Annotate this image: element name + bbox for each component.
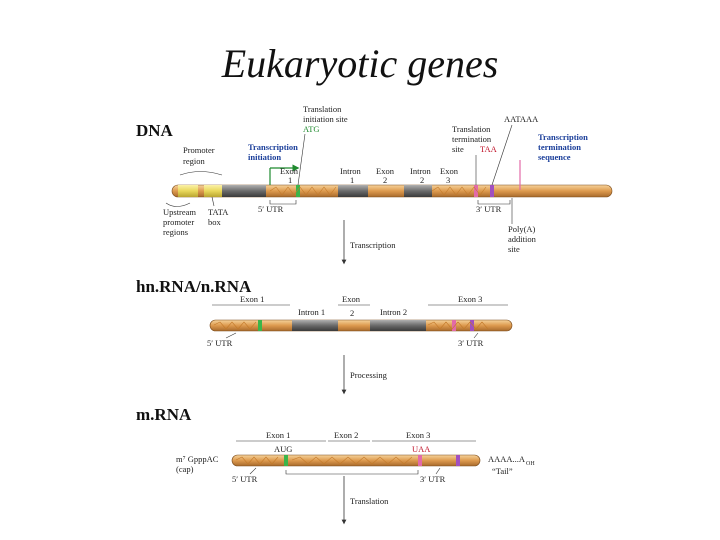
m-exon3: Exon 3 (406, 430, 430, 440)
transcription-initiation-line1: Transcription (248, 142, 298, 152)
m-tail-seq: AAAA...A (488, 454, 526, 464)
dna-exon1-line2: 1 (288, 175, 292, 185)
dna-exon2-line2: 2 (383, 175, 387, 185)
m-exon1: Exon 1 (266, 430, 290, 440)
dna-exon2-line1: Exon (376, 166, 395, 176)
m-tail: “Tail” (492, 466, 513, 476)
aataaa-marker (490, 185, 494, 197)
transcription-label: Transcription (350, 240, 396, 250)
upstream-line2: promoter (163, 217, 194, 227)
hn-intron2: Intron 2 (380, 307, 407, 317)
dna-3utr: 3′ UTR (476, 204, 502, 214)
dna-exon3-line1: Exon (440, 166, 459, 176)
promoter-segment (178, 185, 198, 197)
transcription-term-seq-line1: Transcription (538, 132, 588, 142)
tata-line2: box (208, 217, 222, 227)
intron1-segment (338, 185, 368, 197)
dna-bar (171, 184, 613, 198)
dna-intron1-line1: Intron (340, 166, 362, 176)
slide-title: Eukaryotic genes (221, 41, 499, 86)
upstream-line1: Upstream (163, 207, 196, 217)
polya-line2: addition (508, 234, 537, 244)
transcription-term-seq-line3: sequence (538, 152, 571, 162)
translation-init-site-line1: Translation (303, 104, 342, 114)
hn-intron2-segment (370, 320, 426, 331)
dna-5utr: 5′ UTR (258, 204, 284, 214)
translation-label: Translation (350, 496, 389, 506)
tata-line1: TATA (208, 207, 229, 217)
m-uaa: UAA (412, 444, 431, 454)
dna-exon3-line2: 3 (446, 175, 450, 185)
hn-exon3: Exon 3 (458, 294, 482, 304)
hn-exon2-line1: Exon (342, 294, 361, 304)
tata-segment (204, 185, 222, 197)
m-cap-seq: m⁷ GpppAC (176, 454, 219, 464)
dna-intron2-line2: 2 (420, 175, 424, 185)
hn-5utr: 5′ UTR (207, 338, 233, 348)
intron2-segment (404, 185, 432, 197)
dna-heading: DNA (136, 121, 174, 140)
translation-term-site-line1: Translation (452, 124, 491, 134)
mrna-bar (231, 454, 481, 467)
translation-term-site-line2: termination (452, 134, 492, 144)
hnrna-heading: hn.RNA/n.RNA (136, 277, 252, 296)
taa-marker (474, 185, 478, 197)
translation-term-site-line3: site (452, 144, 464, 154)
hn-intron1: Intron 1 (298, 307, 325, 317)
hn-3utr: 3′ UTR (458, 338, 484, 348)
aataaa-label: AATAAA (504, 114, 539, 124)
upstream-gray-segment (222, 185, 266, 197)
atg-label: ATG (303, 124, 320, 134)
m-aug: AUG (274, 444, 292, 454)
dna-exon1-line1: Exon (280, 166, 299, 176)
hn-exon2-line2: 2 (350, 308, 354, 318)
promoter-region-line2: region (183, 156, 205, 166)
m-cap: (cap) (176, 464, 194, 474)
hn-exon1: Exon 1 (240, 294, 264, 304)
upstream-line3: regions (163, 227, 188, 237)
dna-intron2-line1: Intron (410, 166, 432, 176)
m-3utr: 3′ UTR (420, 474, 446, 484)
hn-intron1-segment (292, 320, 338, 331)
m-5utr: 5′ UTR (232, 474, 258, 484)
processing-label: Processing (350, 370, 388, 380)
transcription-term-seq-line2: termination (538, 142, 581, 152)
taa-label: TAA (480, 144, 498, 154)
transcription-initiation-line2: initiation (248, 152, 281, 162)
m-exon2: Exon 2 (334, 430, 358, 440)
polya-line3: site (508, 244, 520, 254)
hnrna-bar (209, 319, 513, 332)
mrna-heading: m.RNA (136, 405, 192, 424)
m-tail-sub: OH (526, 461, 535, 467)
polya-line1: Poly(A) (508, 224, 536, 234)
translation-init-site-line2: initiation site (303, 114, 348, 124)
dna-intron1-line2: 1 (350, 175, 354, 185)
promoter-region-line1: Promoter (183, 145, 215, 155)
atg-marker (296, 185, 300, 197)
